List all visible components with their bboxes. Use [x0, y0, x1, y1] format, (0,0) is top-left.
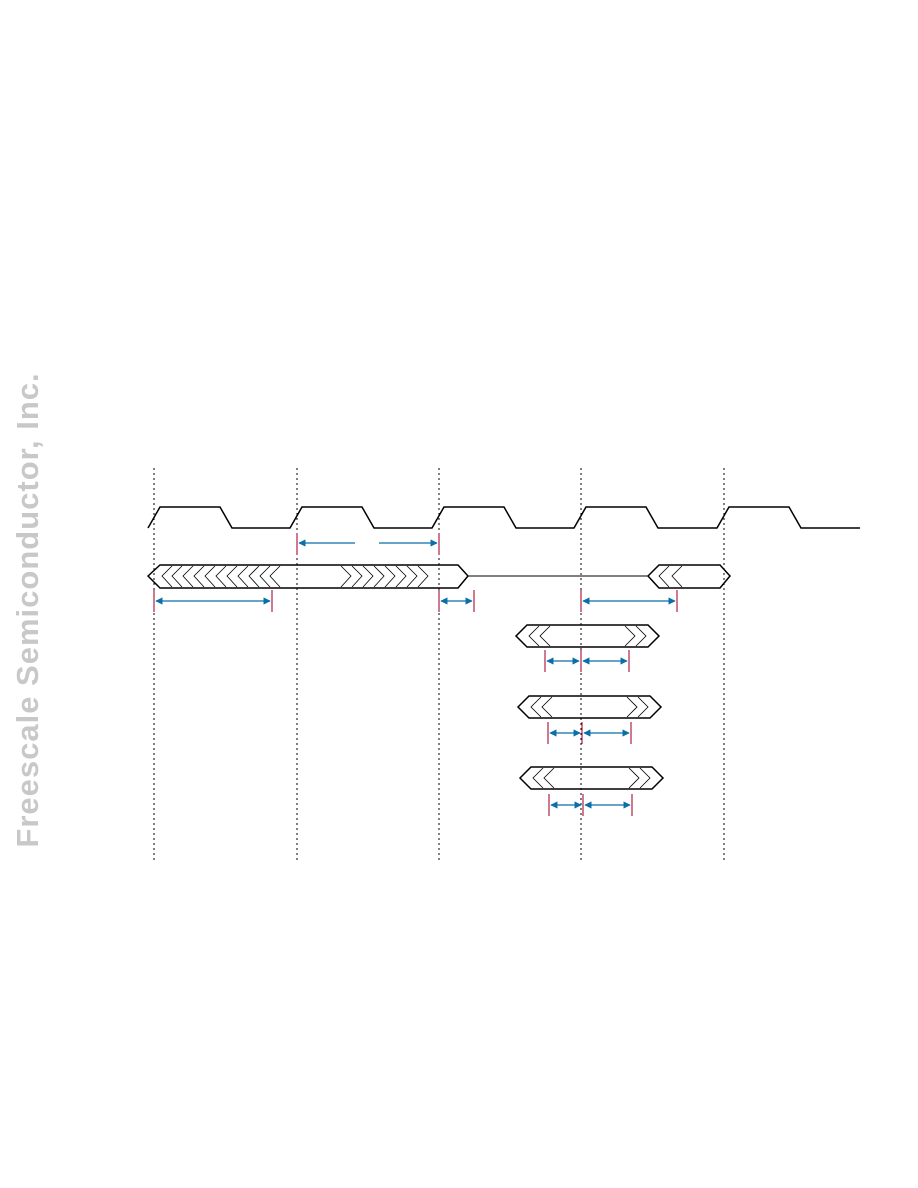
data-lane-3 — [516, 695, 663, 719]
measurement-markers — [153, 533, 678, 816]
lane-2-hatching — [528, 625, 647, 647]
lane-4-hatching — [532, 767, 651, 789]
data-bus-main — [146, 564, 731, 589]
clock-edge-gridlines — [153, 468, 725, 862]
bus-segment-b — [646, 564, 731, 589]
lane-3-window — [516, 695, 663, 719]
clock-waveform — [147, 506, 860, 529]
data-lane-4 — [518, 766, 665, 790]
lane-2-window — [514, 624, 661, 648]
bus-transition-hatching — [161, 565, 683, 588]
data-lane-2 — [514, 624, 661, 648]
lane-3-hatching — [530, 696, 649, 718]
timing-arrows — [155, 539, 676, 809]
lane-4-window — [518, 766, 665, 790]
